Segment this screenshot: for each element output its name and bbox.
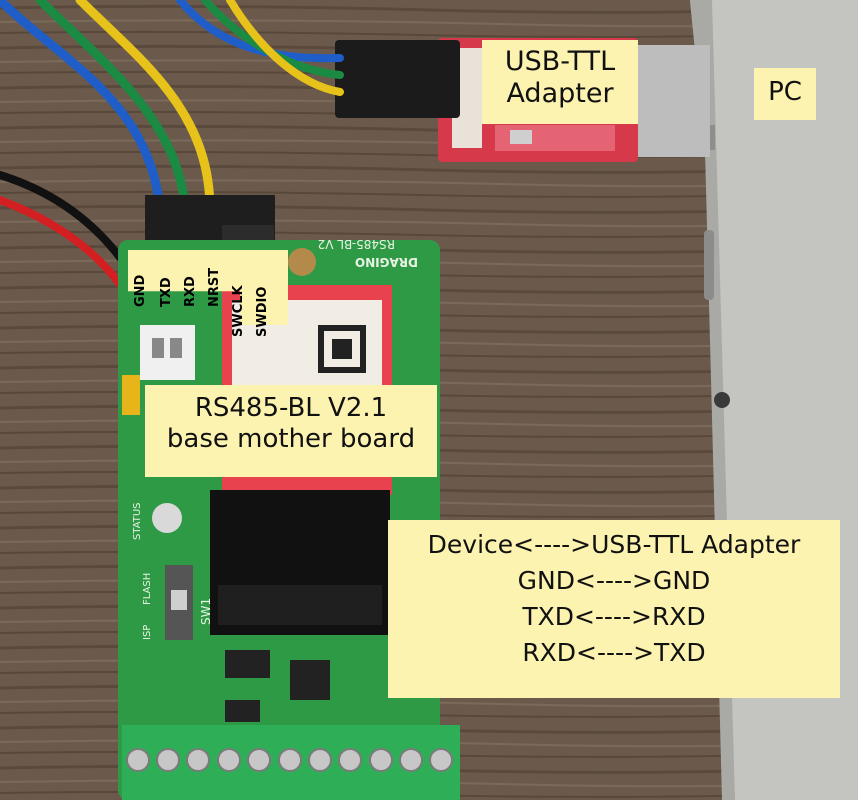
usb-ttl-label: USB-TTL Adapter [482,40,638,124]
usb-ttl-label-line2: Adapter [506,78,614,110]
pin-header [145,195,275,247]
dupont-connector [335,40,460,118]
pin-label-rxd: RXD [183,276,198,307]
terminal-block [122,725,460,800]
board-label: RS485-BL V2.1 base mother board [145,385,437,477]
pin-label-nrst: NRST [207,267,222,307]
pc-label: PC [754,68,816,120]
pin-label-txd: TXD [159,277,174,307]
wiring-mapping-label: Device<---->USB-TTL Adapter GND<---->GND… [388,520,840,698]
silk-flash: FLASH [142,573,153,605]
silk-sw1: SW1 [199,598,213,625]
mapping-line-gnd: GND<---->GND [517,566,711,595]
pin-label-swclk: SWCLK [231,285,246,337]
silk-isp: ISP [142,625,153,640]
silk-brand: DRAGINO [355,255,418,269]
mapping-line-txd: TXD<---->RXD [522,602,706,631]
mapping-line-rxd: RXD<---->TXD [522,638,706,667]
pin-label-swdio: SWDIO [255,286,270,337]
silk-board-name: RS485-BL V2 [318,237,395,251]
usb-ttl-label-line1: USB-TTL [504,46,616,77]
wires [0,0,344,344]
board-label-line1: RS485-BL V2.1 [194,393,388,423]
board-label-line2: base mother board [166,424,416,455]
silk-status: STATUS [132,502,143,540]
pin-label-gnd: GND [133,274,148,307]
mapping-line-header: Device<---->USB-TTL Adapter [427,530,801,559]
